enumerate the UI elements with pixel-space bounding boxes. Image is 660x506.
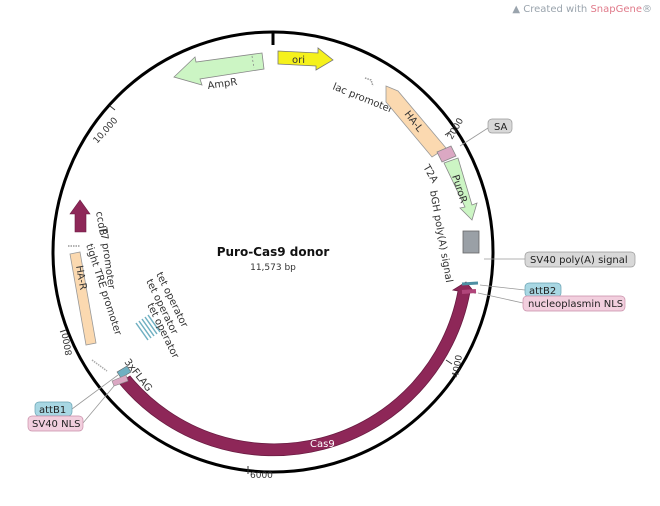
snapgene-logo-icon: ▲ — [512, 4, 521, 15]
tet-operator-stripe — [138, 320, 152, 339]
tet-operator-stripe — [147, 314, 161, 333]
attb2-block[interactable] — [461, 281, 479, 286]
credit-mark: ® — [642, 4, 652, 15]
nucleoplasmin-nls-leader — [477, 292, 524, 304]
nucleoplasmin-nls-block[interactable] — [461, 289, 477, 294]
attb1-label: attB1 — [39, 405, 66, 416]
tet-operator-stripe — [141, 318, 155, 337]
ori-label: ori — [292, 55, 305, 66]
sv40-polya-label: SV40 poly(A) signal — [530, 255, 628, 266]
lac-promoter-mark — [364, 77, 374, 87]
plasmid-length: 11,573 bp — [250, 263, 296, 273]
cas9-arrow[interactable] — [118, 281, 477, 457]
attb2-leader — [479, 284, 526, 291]
tick-4000 — [445, 359, 453, 365]
attb1-block[interactable] — [116, 365, 132, 379]
plasmid-name: Puro-Cas9 donor — [217, 245, 330, 259]
ampr-label: AmpR — [207, 77, 238, 92]
puror-arrow[interactable] — [443, 157, 478, 221]
cas9-label: Cas9 — [310, 439, 335, 450]
tick-10000 — [109, 105, 116, 111]
ori-arrow[interactable] — [277, 47, 334, 71]
t2a-label: T2A — [420, 162, 440, 185]
attb2-label: attB2 — [529, 286, 556, 297]
sv40-nls-leader — [82, 385, 115, 424]
tet-operator-stripes[interactable] — [135, 314, 161, 341]
lac-promoter-label: lac promoter — [331, 82, 395, 117]
tick-8000 — [59, 329, 67, 333]
t2a-block[interactable] — [436, 145, 457, 163]
nucleoplasmin-nls-box[interactable] — [522, 295, 626, 312]
tight-tre-mark — [91, 359, 108, 372]
ha-r-block[interactable] — [69, 251, 97, 346]
ampr-arrow[interactable] — [173, 52, 265, 86]
tick-2000 — [444, 130, 452, 136]
tet-operator-stripe — [144, 316, 158, 335]
sa-label: SA — [494, 122, 508, 133]
sa-box[interactable] — [487, 118, 513, 134]
bgh-polya-block[interactable] — [462, 230, 480, 254]
sa-leader — [459, 127, 489, 147]
sv40-nls-block[interactable] — [111, 374, 129, 387]
attb1-leader — [71, 374, 119, 410]
nucleoplasmin-nls-label: nucleoplasmin NLS — [528, 299, 623, 310]
sv40-nls-label: SV40 NLS — [32, 419, 81, 430]
tet-operator-stripe — [135, 322, 149, 341]
sv40-polya-box[interactable] — [524, 251, 636, 268]
credit-prefix: Created with — [523, 4, 588, 15]
credit-brand: SnapGene — [590, 4, 642, 15]
tick-label-4000: 4000 — [451, 354, 465, 379]
ccdb-arrow[interactable] — [69, 199, 91, 233]
tick-label-8000: 8000 — [61, 332, 75, 357]
sv40-nls-box[interactable] — [27, 415, 84, 432]
ha-r-label: HA-R — [73, 265, 88, 291]
tick-label-6000: 6000 — [250, 471, 273, 481]
ccdb-label: ccdB — [93, 211, 108, 237]
bgh-polya-label: bGH poly(A) signal — [427, 190, 454, 284]
snapgene-credit: ▲ Created with SnapGene® — [512, 4, 652, 15]
